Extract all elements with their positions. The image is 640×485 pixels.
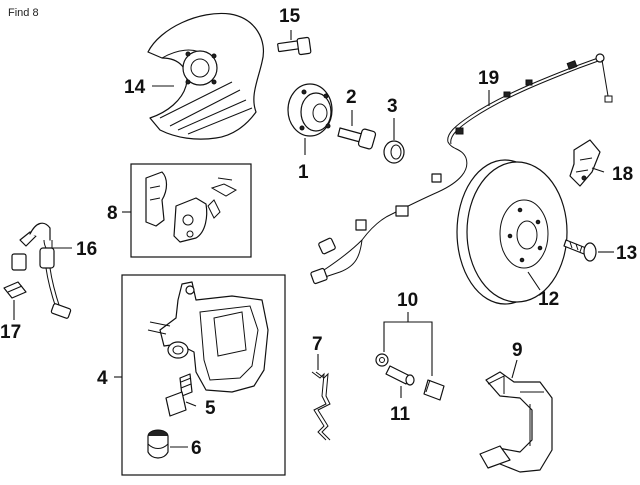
leader-18: [591, 167, 605, 173]
find-label: Find 8: [8, 7, 39, 19]
caliper-box: [121, 274, 286, 476]
callout-9: 9: [512, 340, 523, 361]
callout-3: 3: [387, 96, 398, 117]
leader-12: [527, 271, 541, 291]
backing-plate-part: [147, 12, 264, 140]
leader-5: [185, 401, 197, 407]
seal-cap-part: [383, 140, 405, 164]
callout-19: 19: [478, 68, 499, 89]
hub-bearing-part: [287, 83, 333, 137]
callout-7: 7: [312, 334, 323, 355]
callout-6: 6: [191, 438, 202, 459]
callout-16: 16: [76, 239, 97, 260]
shield-bolt-part: [277, 36, 312, 56]
brake-hose-part: [11, 222, 72, 319]
callout-11: 11: [390, 404, 411, 425]
callout-8: 8: [107, 203, 118, 224]
brake-pads-box: [130, 163, 252, 258]
anti-rattle-clip-part: [311, 371, 331, 441]
callout-1: 1: [298, 162, 309, 183]
hub-bolt-part: [337, 127, 377, 150]
guide-pins-part: [375, 353, 445, 401]
leader-9: [511, 359, 518, 379]
callout-5: 5: [205, 398, 216, 419]
abs-sensor-part: [569, 139, 601, 187]
brake-pads-part: [145, 171, 238, 243]
rotor-screw-part: [563, 239, 597, 262]
callout-17: 17: [0, 322, 21, 343]
caliper-part: [147, 281, 269, 393]
brake-rotor-part: [456, 159, 568, 305]
callout-10: 10: [397, 290, 418, 311]
callout-18: 18: [612, 164, 633, 185]
callout-14: 14: [124, 77, 146, 98]
sensor-wire-part: [310, 53, 613, 285]
callout-2: 2: [346, 87, 357, 108]
guide-bolt-part: [385, 365, 415, 386]
callout-15: 15: [279, 6, 301, 27]
callout-4: 4: [97, 368, 108, 389]
callout-12: 12: [538, 289, 559, 310]
hose-clip-part: [3, 281, 27, 299]
callout-13: 13: [616, 243, 637, 264]
bleeder-screw-part: [165, 373, 193, 417]
bleeder-cap-part: [147, 429, 169, 459]
caliper-bracket-part: [479, 371, 553, 473]
